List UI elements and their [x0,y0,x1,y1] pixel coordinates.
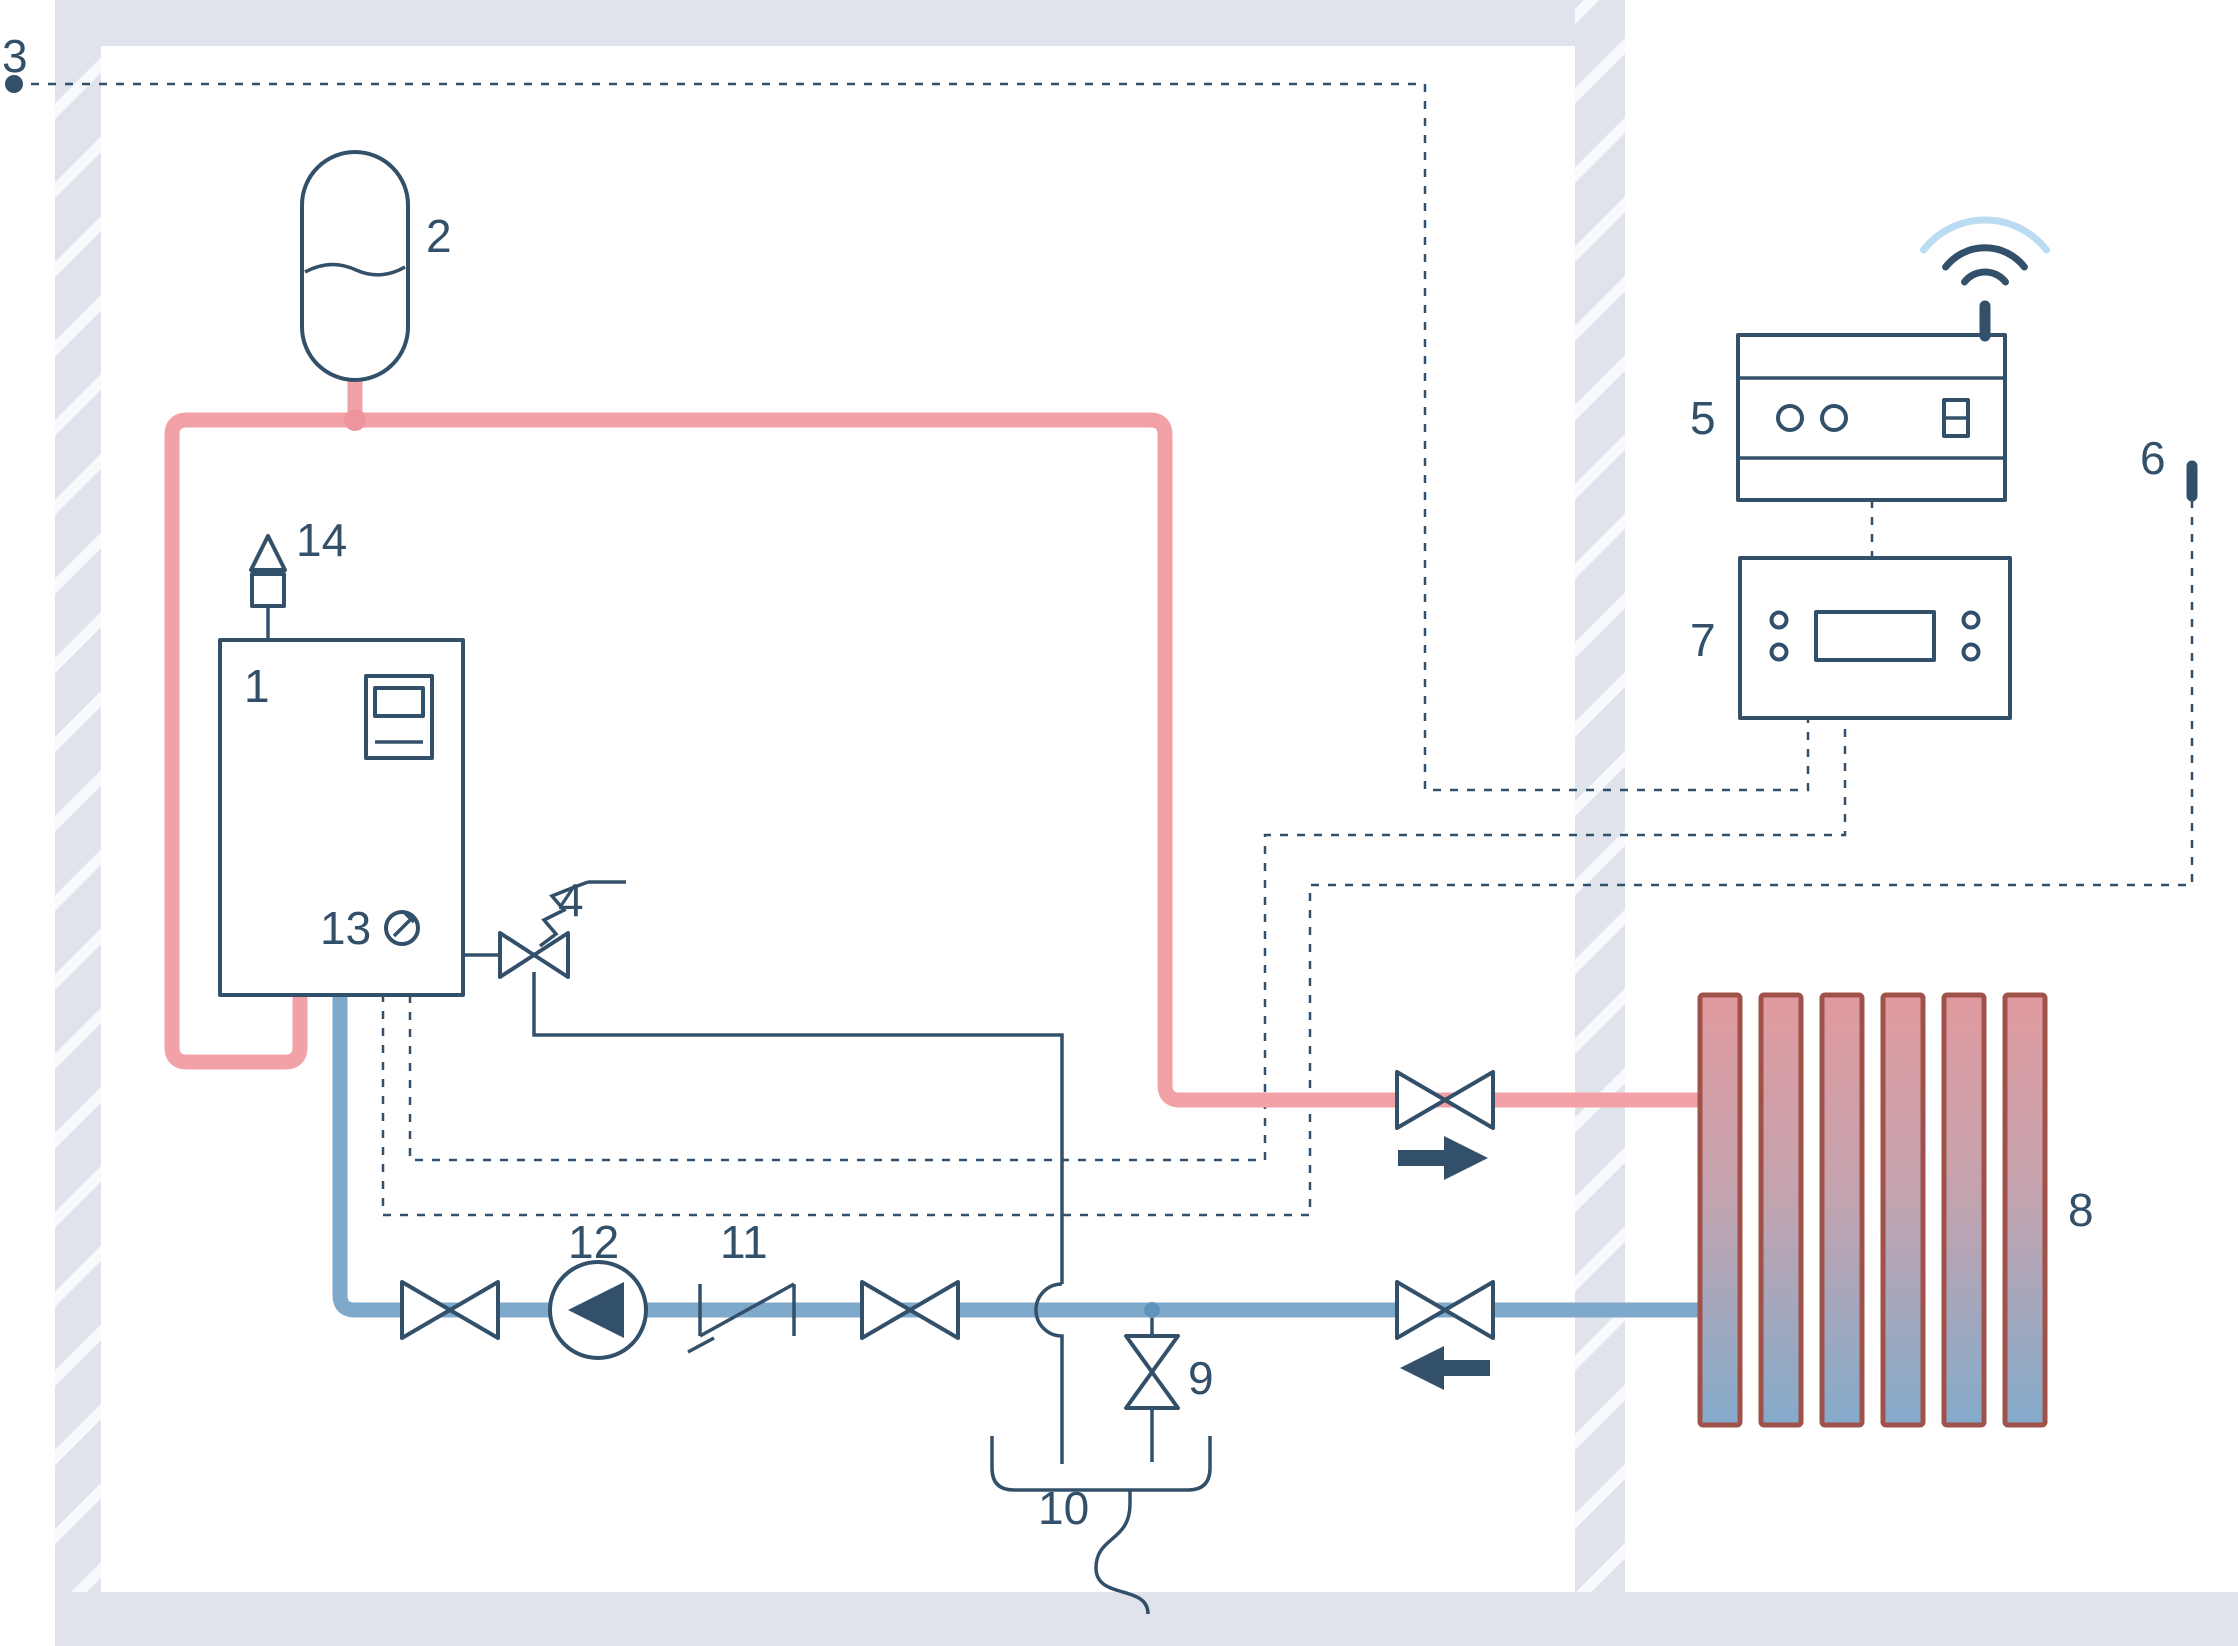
radiator-section [1819,992,1865,1428]
check-valve [687,1282,796,1354]
safety-drain-pipe [532,972,1064,1284]
room-controller [1738,556,2012,720]
radiator-section [1880,992,1926,1428]
expansion-vessel [300,150,410,382]
drain-valve [1124,1334,1180,1410]
valve-triangle [1443,1280,1495,1340]
check-valve-stop [687,1336,715,1354]
label-pressure-gauge: 13 [320,902,371,954]
supply-pipe-circuit [164,378,1700,1108]
valve-triangle [1443,1070,1495,1130]
outdoor-sensor-wire [14,82,1810,792]
radiator-section [1941,992,1987,1428]
expansion-vessel-body [300,150,410,382]
pressure-gauge-needle [392,917,413,938]
return-junction-dot [1144,1302,1160,1318]
drain-funnel [990,1436,1212,1492]
circulation-pump [548,1260,648,1360]
radiator-return-valve [1395,1280,1495,1390]
wifi-arc-medium-icon [1942,244,2028,271]
return-pipe-circuit [332,995,1700,1318]
label-boiler: 1 [244,660,270,712]
building-walls [55,0,2238,1646]
valve-triangle [1395,1070,1447,1130]
ceiling-wall [55,0,1575,46]
label-wireless-gateway: 5 [1690,392,1716,444]
label-remote-sensor: 6 [2140,432,2166,484]
safety-valve-spring-icon [538,880,589,948]
valve-triangle [1395,1280,1447,1340]
valve-triangle [448,1280,500,1340]
return-pipe [332,995,1700,1318]
pressure-gauge-tick [402,910,416,924]
controller-button [1961,642,1981,662]
label-air-vent: 14 [296,514,347,566]
boiler-display-screen [373,686,425,718]
wifi-arc-large-icon [1920,216,2050,254]
wifi-arc-small-icon [1961,268,2009,286]
valve-triangle [1124,1334,1180,1374]
radiator-section [2002,992,2048,1428]
wireless-gateway [1736,216,2050,502]
control-wiring [14,82,2194,1217]
label-drain-funnel: 10 [1038,1482,1089,1534]
safety-valve [498,880,626,979]
drain-trap-pipe [1094,1490,1150,1615]
gateway-led-left [1776,404,1804,432]
label-safety-valve: 4 [558,874,584,926]
radiator [1697,992,2048,1428]
air-vent-body [250,572,286,608]
label-expansion-vessel: 2 [426,210,452,262]
exterior-wall-left [55,46,101,1592]
interior-wall [1575,0,1625,1592]
return-shutoff-valve-boiler [400,1280,500,1340]
label-radiator: 8 [2068,1184,2094,1236]
floor-wall [55,1592,2238,1646]
safety-valve-right-triangle [532,931,570,979]
gateway-led-right [1820,404,1848,432]
supply-junction-dot [344,409,366,431]
radiator-section [1758,992,1804,1428]
controller-button [1769,642,1789,662]
label-circulation-pump: 12 [568,1216,619,1268]
label-check-valve: 11 [720,1216,768,1268]
boiler [218,534,465,997]
radiator-supply-valve [1395,1070,1495,1180]
pipe-crossing-jump [1034,1282,1064,1464]
remote-sensor-wire [381,500,2194,1217]
label-drain-valve: 9 [1188,1352,1214,1404]
pressure-gauge [384,910,420,946]
controller-button [1769,610,1789,630]
safety-drain-line [463,953,1154,1464]
valve-triangle [400,1280,452,1340]
outdoor-sensor-icon [5,75,23,93]
return-shutoff-valve-middle [860,1280,960,1340]
valve-triangle [860,1280,912,1340]
flow-direction-right-arrow-icon [1398,1136,1488,1180]
supply-pipe [164,412,1700,1108]
label-outdoor-sensor: 3 [2,30,28,82]
boiler-controller-wire [408,720,1847,1162]
controller-button [1961,610,1981,630]
valve-triangle [908,1280,960,1340]
radiator-section [1697,992,1743,1428]
valve-triangle [1124,1370,1180,1410]
pump-flow-triangle-icon [568,1282,624,1338]
air-vent [249,534,287,640]
component-labels: 1 2 3 4 5 6 7 8 9 10 11 12 13 14 [2,30,2166,1534]
label-room-controller: 7 [1690,614,1716,666]
air-vent-cap-icon [249,534,287,572]
controller-display [1814,610,1936,662]
vessel-membrane-line [304,262,406,277]
flow-direction-left-arrow-icon [1400,1346,1490,1390]
drain-assembly [990,1436,1212,1615]
check-valve-flap [699,1282,795,1338]
safety-valve-left-triangle [498,931,536,979]
